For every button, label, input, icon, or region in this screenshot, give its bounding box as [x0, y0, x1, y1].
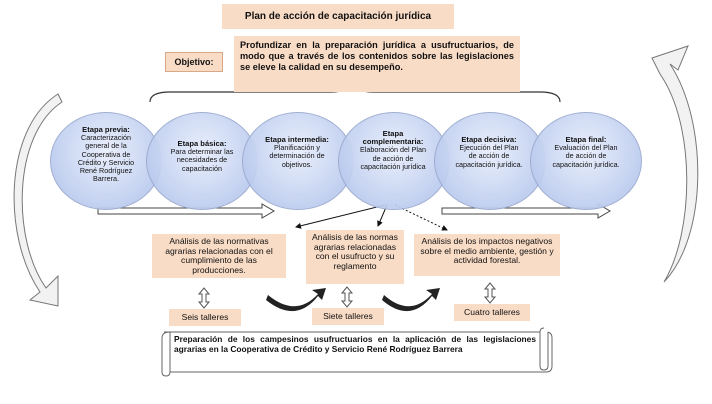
double-arrow-3 [483, 282, 497, 304]
stage-desc: Caracterización general de la Cooperativ… [77, 133, 135, 184]
curved-arrow-2 [382, 288, 440, 312]
stage-complementaria: Etapa complementaria: Elaboración del Pl… [360, 129, 426, 171]
stage-circle-previa [50, 112, 162, 210]
objective-text: Profundizar en la preparación jurídica a… [234, 36, 520, 92]
stage-name: Etapa complementaria: [362, 129, 424, 147]
analysis-box-2: Análisis de las normas agrarias relacion… [306, 230, 404, 284]
stage-circle-basica [146, 112, 258, 210]
stage-circle-complementaria [338, 112, 450, 210]
objective-label: Objetivo: [165, 52, 223, 72]
analysis-box-3: Análisis de los impactos negativos sobre… [414, 234, 560, 276]
stage-circle-intermedia [242, 112, 354, 210]
stage-circle-final [530, 112, 642, 210]
right-cycle-arrow [651, 45, 699, 283]
stage-name: Etapa intermedia: [265, 135, 329, 144]
left-cycle-arrow [13, 93, 63, 307]
stage-desc: Evaluación del Plan de acción de capacit… [552, 143, 620, 169]
analysis-box-1: Análisis de las normativas agrarias rela… [152, 234, 286, 278]
stage-desc: Para determinar las necesidades de capac… [170, 147, 234, 173]
stage-intermedia: Etapa intermedia: Planificación y determ… [260, 135, 334, 169]
double-arrow-2 [340, 286, 354, 308]
stage-name: Etapa final: [565, 135, 607, 144]
stage-desc: Elaboración del Plan de acción de capaci… [360, 145, 426, 171]
result-text: Preparación de los campesinos usufructua… [174, 334, 536, 354]
curved-arrow-1 [266, 288, 326, 312]
stage-desc: Planificación y determinación de objetiv… [269, 143, 325, 169]
page-title: Plan de acción de capacitación jurídica [222, 4, 454, 29]
stage-previa: Etapa previa: Caracterización general de… [72, 125, 140, 184]
workshop-box-2: Siete talleres [312, 308, 384, 325]
block-arrow-left [97, 203, 275, 219]
double-arrow-1 [197, 287, 211, 309]
stage-name: Etapa previa: [82, 125, 130, 134]
workshop-box-1: Seis talleres [169, 309, 241, 326]
stage-basica: Etapa básica: Para determinar las necesi… [168, 139, 236, 173]
stage-desc: Ejecución del Plan de acción de capacita… [455, 143, 523, 169]
stage-name: Etapa decisiva: [461, 135, 517, 144]
result-scroll [161, 327, 553, 377]
stage-decisiva: Etapa decisiva: Ejecución del Plan de ac… [455, 135, 523, 169]
workshop-box-3: Cuatro talleres [454, 304, 530, 321]
stage-name: Etapa básica: [177, 139, 227, 148]
stage-circle-decisiva [434, 112, 546, 210]
stage-final: Etapa final: Evaluación del Plan de acci… [552, 135, 620, 169]
